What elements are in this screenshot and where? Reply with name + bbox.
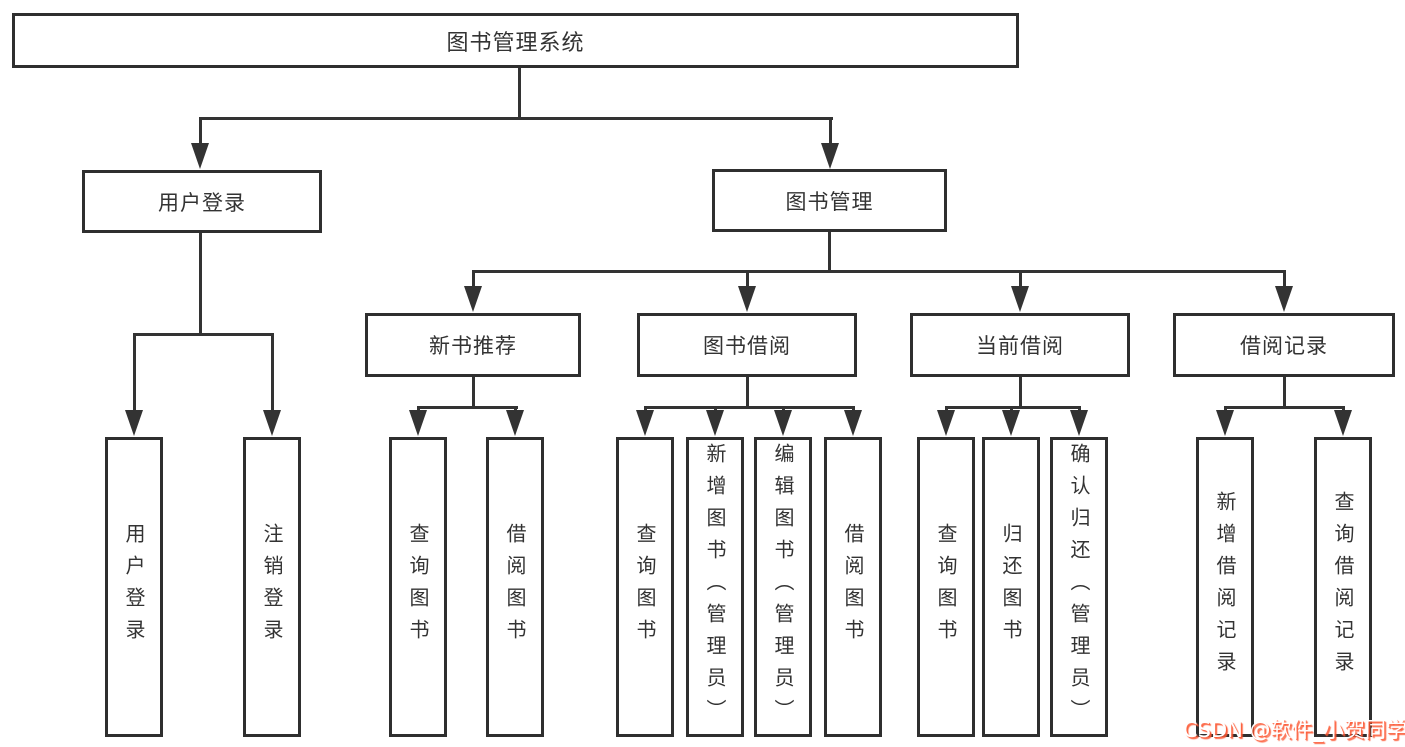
node-borrowing-records-label: 借阅记录 [1240, 334, 1328, 358]
node-leaf-borrow-books-borrowing-label: 借阅图书 [841, 523, 865, 651]
node-book-borrowing-label: 图书借阅 [703, 334, 791, 358]
node-leaf-add-books-admin-label: 新增图书（管理员） [703, 443, 727, 731]
node-leaf-query-books-recommend: 查询图书 [389, 437, 447, 737]
node-leaf-confirm-return-admin-label: 确认归还（管理员） [1067, 443, 1091, 731]
connector-hline [472, 270, 1285, 273]
connector-arrowhead [506, 410, 524, 436]
node-book-management-label: 图书管理 [785, 189, 874, 214]
node-current-borrowing-label: 当前借阅 [976, 334, 1064, 358]
connector-hline [133, 333, 274, 336]
node-user-login-label: 用户登录 [158, 190, 246, 215]
connector-arrowhead [636, 410, 654, 436]
node-leaf-query-books-borrowing-label: 查询图书 [633, 523, 657, 651]
connector-arrowhead [706, 410, 724, 436]
connector-vline [1283, 270, 1286, 290]
node-leaf-edit-books-admin: 编辑图书（管理员） [754, 437, 812, 737]
node-leaf-query-books-borrowing: 查询图书 [616, 437, 674, 737]
node-book-management: 图书管理 [712, 169, 947, 232]
connector-arrowhead [409, 410, 427, 436]
node-leaf-user-login: 用户登录 [105, 437, 163, 737]
node-leaf-logout-label: 注销登录 [260, 523, 284, 651]
node-leaf-return-books-label: 归还图书 [999, 523, 1023, 651]
node-leaf-edit-books-admin-label: 编辑图书（管理员） [771, 443, 795, 731]
node-leaf-query-borrow-record-label: 查询借阅记录 [1331, 491, 1355, 683]
connector-vline [199, 117, 202, 149]
connector-vline [472, 270, 475, 290]
node-leaf-borrow-books-recommend-label: 借阅图书 [503, 523, 527, 651]
node-leaf-query-borrow-record: 查询借阅记录 [1314, 437, 1372, 737]
node-library-system: 图书管理系统 [12, 13, 1019, 68]
connector-hline [417, 406, 518, 409]
node-leaf-add-borrow-record: 新增借阅记录 [1196, 437, 1254, 737]
node-leaf-borrow-books-borrowing: 借阅图书 [824, 437, 882, 737]
node-leaf-query-books-recommend-label: 查询图书 [406, 523, 430, 651]
node-leaf-return-books: 归还图书 [982, 437, 1040, 737]
connector-arrowhead [1275, 286, 1293, 312]
connector-vline [472, 377, 475, 409]
node-new-book-recommendation-label: 新书推荐 [429, 334, 517, 358]
node-leaf-confirm-return-admin: 确认归还（管理员） [1050, 437, 1108, 737]
node-library-system-label: 图书管理系统 [446, 30, 585, 56]
node-borrowing-records: 借阅记录 [1173, 313, 1395, 377]
node-book-borrowing: 图书借阅 [637, 313, 857, 377]
connector-hline [199, 117, 833, 120]
connector-arrowhead [1011, 286, 1029, 312]
node-user-login: 用户登录 [82, 170, 322, 233]
connector-vline [829, 117, 832, 149]
connector-arrowhead [1216, 410, 1234, 436]
connector-arrowhead [125, 410, 143, 436]
node-leaf-logout: 注销登录 [243, 437, 301, 737]
connector-vline [199, 233, 202, 335]
connector-hline [1224, 406, 1345, 409]
connector-vline [133, 333, 136, 413]
connector-vline [1019, 377, 1022, 409]
connector-arrowhead [263, 410, 281, 436]
csdn-watermark: CSDN @软件_小贺同学 [1183, 718, 1405, 742]
connector-arrowhead [821, 143, 839, 169]
node-current-borrowing: 当前借阅 [910, 313, 1130, 377]
connector-arrowhead [844, 410, 862, 436]
connector-vline [746, 270, 749, 290]
node-leaf-query-books-current-label: 查询图书 [934, 523, 958, 651]
connector-arrowhead [1334, 410, 1352, 436]
node-new-book-recommendation: 新书推荐 [365, 313, 581, 377]
connector-arrowhead [1070, 410, 1088, 436]
connector-vline [1283, 377, 1286, 409]
connector-arrowhead [191, 143, 209, 169]
connector-arrowhead [464, 286, 482, 312]
connector-vline [271, 333, 274, 413]
connector-arrowhead [738, 286, 756, 312]
node-leaf-user-login-label: 用户登录 [122, 523, 146, 651]
connector-vline [518, 68, 521, 118]
connector-vline [746, 377, 749, 409]
connector-arrowhead [937, 410, 955, 436]
connector-arrowhead [774, 410, 792, 436]
node-leaf-borrow-books-recommend: 借阅图书 [486, 437, 544, 737]
connector-vline [1019, 270, 1022, 290]
connector-hline [945, 406, 1081, 409]
connector-arrowhead [1002, 410, 1020, 436]
node-leaf-query-books-current: 查询图书 [917, 437, 975, 737]
node-leaf-add-borrow-record-label: 新增借阅记录 [1213, 491, 1237, 683]
connector-hline [644, 406, 855, 409]
node-leaf-add-books-admin: 新增图书（管理员） [686, 437, 744, 737]
connector-vline [828, 232, 831, 273]
